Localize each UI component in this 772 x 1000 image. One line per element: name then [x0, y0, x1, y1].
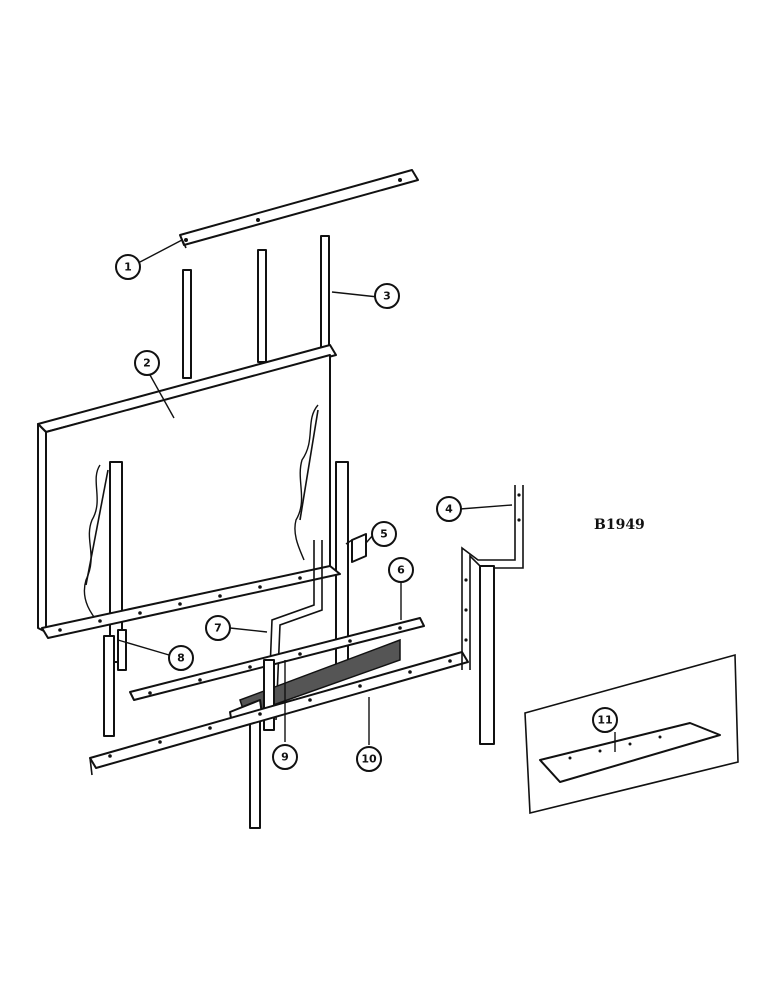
callout-1: 1 [115, 254, 141, 280]
callout-4-label: 4 [445, 503, 453, 516]
callout-2: 2 [134, 350, 160, 376]
callout-5-label: 5 [380, 528, 388, 541]
callout-4: 4 [436, 496, 462, 522]
part-8-lower-post [103, 629, 127, 737]
callout-11-label: 11 [597, 714, 612, 727]
callout-5: 5 [371, 521, 397, 547]
callout-1-label: 1 [124, 261, 132, 274]
part-2-main-panel [37, 344, 349, 668]
callout-6-label: 6 [397, 564, 405, 577]
part-6-angle-strip [129, 617, 425, 701]
callout-9: 9 [272, 744, 298, 770]
callout-7: 7 [205, 615, 231, 641]
callout-11: 11 [592, 707, 618, 733]
callout-10: 10 [356, 746, 382, 772]
panel-cutaway-right [294, 404, 319, 561]
callout-9-label: 9 [281, 751, 289, 764]
leader-8 [117, 639, 170, 656]
leader-4 [459, 504, 513, 510]
part-5-bracket [345, 533, 367, 563]
leader-1 [139, 239, 183, 263]
part-1-top-angle-strip [179, 169, 419, 249]
callout-3: 3 [374, 283, 400, 309]
panel-cutaway-left [83, 464, 101, 626]
part-11-inset [524, 653, 739, 815]
callout-8: 8 [168, 645, 194, 671]
part-9-vertical-tube [249, 659, 275, 829]
callout-8-label: 8 [177, 652, 185, 665]
figure-code: B1949 [594, 517, 645, 533]
part-4-bent-support [461, 485, 524, 745]
callout-10-label: 10 [361, 753, 377, 766]
leader-lines [117, 239, 616, 752]
callout-6: 6 [388, 557, 414, 583]
part-3-vertical-posts [182, 235, 330, 379]
callout-7-label: 7 [214, 622, 222, 635]
leader-7 [229, 627, 268, 633]
callout-2-label: 2 [143, 357, 151, 370]
leader-2 [149, 374, 175, 419]
part-10-bottom-angle [89, 651, 469, 776]
callout-3-label: 3 [383, 290, 391, 303]
leader-3 [331, 291, 379, 298]
